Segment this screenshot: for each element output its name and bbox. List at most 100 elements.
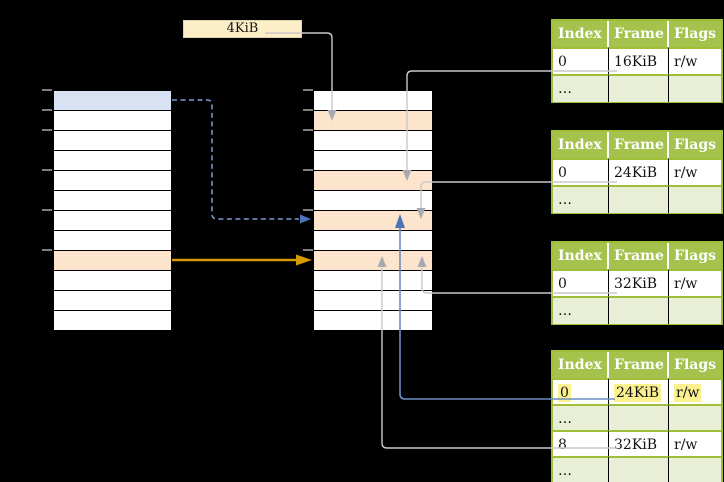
memory-row: [314, 270, 432, 290]
cell-frame: 16KiB: [609, 47, 669, 75]
table-header-row: Index Frame Flags: [553, 243, 721, 269]
memory-row: [314, 190, 432, 210]
memory-row: [54, 150, 171, 170]
table-header-row: Index Frame Flags: [553, 132, 721, 158]
memory-row: [54, 310, 171, 330]
table-header-row: Index Frame Flags: [553, 21, 721, 47]
page-size-label: 4KiB: [183, 20, 302, 38]
address-tick: [42, 109, 52, 111]
col-header-flags: Flags: [669, 21, 721, 47]
address-tick: [42, 169, 52, 171]
physical-memory-column: [313, 90, 433, 331]
table-row: 0 16KiB r/w: [553, 47, 721, 75]
arrowhead-right-icon: [296, 254, 312, 266]
cell-flags: [669, 185, 721, 213]
address-tick: [303, 209, 313, 211]
cell-frame: 32KiB: [609, 430, 669, 458]
col-header-index: Index: [553, 132, 609, 158]
table-row-ellipsis: …: [553, 74, 721, 102]
cell-frame: [609, 404, 669, 432]
cell-flags: [669, 456, 721, 482]
memory-row-orange: [314, 210, 432, 230]
col-header-flags: Flags: [669, 243, 721, 269]
memory-row: [54, 210, 171, 230]
address-tick: [42, 129, 52, 131]
cell-index: …: [553, 456, 609, 482]
memory-row: [314, 130, 432, 150]
memory-row: [54, 290, 171, 310]
address-tick: [303, 169, 313, 171]
cell-frame: 24KiB: [609, 378, 669, 406]
table-row-ellipsis: …: [553, 185, 721, 213]
memory-row: [54, 170, 171, 190]
col-header-flags: Flags: [669, 352, 721, 378]
memory-row: [314, 150, 432, 170]
cell-index: 0: [553, 47, 609, 75]
table-row-ellipsis: …: [553, 296, 721, 324]
highlighted-value: r/w: [674, 384, 702, 402]
address-tick: [303, 249, 313, 251]
arrow-virtual-to-physical-dashed: [172, 99, 299, 220]
col-header-frame: Frame: [609, 352, 669, 378]
table-row: 8 32KiB r/w: [553, 430, 721, 458]
page-table-4: Index Frame Flags 0 24KiB r/w … 8 32KiB …: [551, 350, 723, 482]
cell-flags: [669, 74, 721, 102]
col-header-flags: Flags: [669, 132, 721, 158]
page-table-1: Index Frame Flags 0 16KiB r/w …: [551, 19, 723, 103]
memory-row: [54, 270, 171, 290]
memory-row-orange: [314, 250, 432, 270]
table-row-ellipsis: …: [553, 456, 721, 482]
highlighted-value: 0: [558, 384, 571, 402]
table-row-highlighted: 0 24KiB r/w: [553, 378, 721, 406]
cell-flags: r/w: [669, 430, 721, 458]
cell-index: 0: [553, 378, 609, 406]
cell-frame: [609, 185, 669, 213]
table-row-ellipsis: …: [553, 404, 721, 432]
cell-index: 0: [553, 269, 609, 297]
cell-flags: r/w: [669, 378, 721, 406]
memory-row-orange: [314, 170, 432, 190]
memory-row: [54, 190, 171, 210]
col-header-index: Index: [553, 352, 609, 378]
cell-frame: [609, 296, 669, 324]
cell-index: …: [553, 296, 609, 324]
address-tick: [303, 129, 313, 131]
address-tick: [303, 109, 313, 111]
cell-frame: [609, 456, 669, 482]
cell-frame: 24KiB: [609, 158, 669, 186]
address-tick: [42, 209, 52, 211]
table-row: 0 32KiB r/w: [553, 269, 721, 297]
memory-row: [314, 310, 432, 330]
virtual-memory-column: [53, 90, 172, 331]
col-header-frame: Frame: [609, 132, 669, 158]
page-table-3: Index Frame Flags 0 32KiB r/w …: [551, 241, 723, 325]
memory-row-orange: [54, 250, 171, 270]
cell-flags: [669, 404, 721, 432]
col-header-index: Index: [553, 21, 609, 47]
cell-index: …: [553, 404, 609, 432]
cell-flags: r/w: [669, 158, 721, 186]
memory-row: [54, 130, 171, 150]
table-header-row: Index Frame Flags: [553, 352, 721, 378]
table-row: 0 24KiB r/w: [553, 158, 721, 186]
memory-row: [314, 91, 432, 110]
col-header-frame: Frame: [609, 21, 669, 47]
col-header-index: Index: [553, 243, 609, 269]
cell-flags: [669, 296, 721, 324]
cell-index: 8: [553, 430, 609, 458]
memory-row-blue: [54, 91, 171, 110]
memory-row: [314, 290, 432, 310]
cell-index: …: [553, 185, 609, 213]
highlighted-value: 24KiB: [614, 384, 662, 402]
address-tick: [303, 89, 313, 91]
memory-row: [314, 230, 432, 250]
address-tick: [42, 249, 52, 251]
cell-index: …: [553, 74, 609, 102]
memory-row: [54, 110, 171, 130]
cell-flags: r/w: [669, 269, 721, 297]
cell-frame: [609, 74, 669, 102]
cell-flags: r/w: [669, 47, 721, 75]
memory-row-orange: [314, 110, 432, 130]
cell-index: 0: [553, 158, 609, 186]
memory-row: [54, 230, 171, 250]
